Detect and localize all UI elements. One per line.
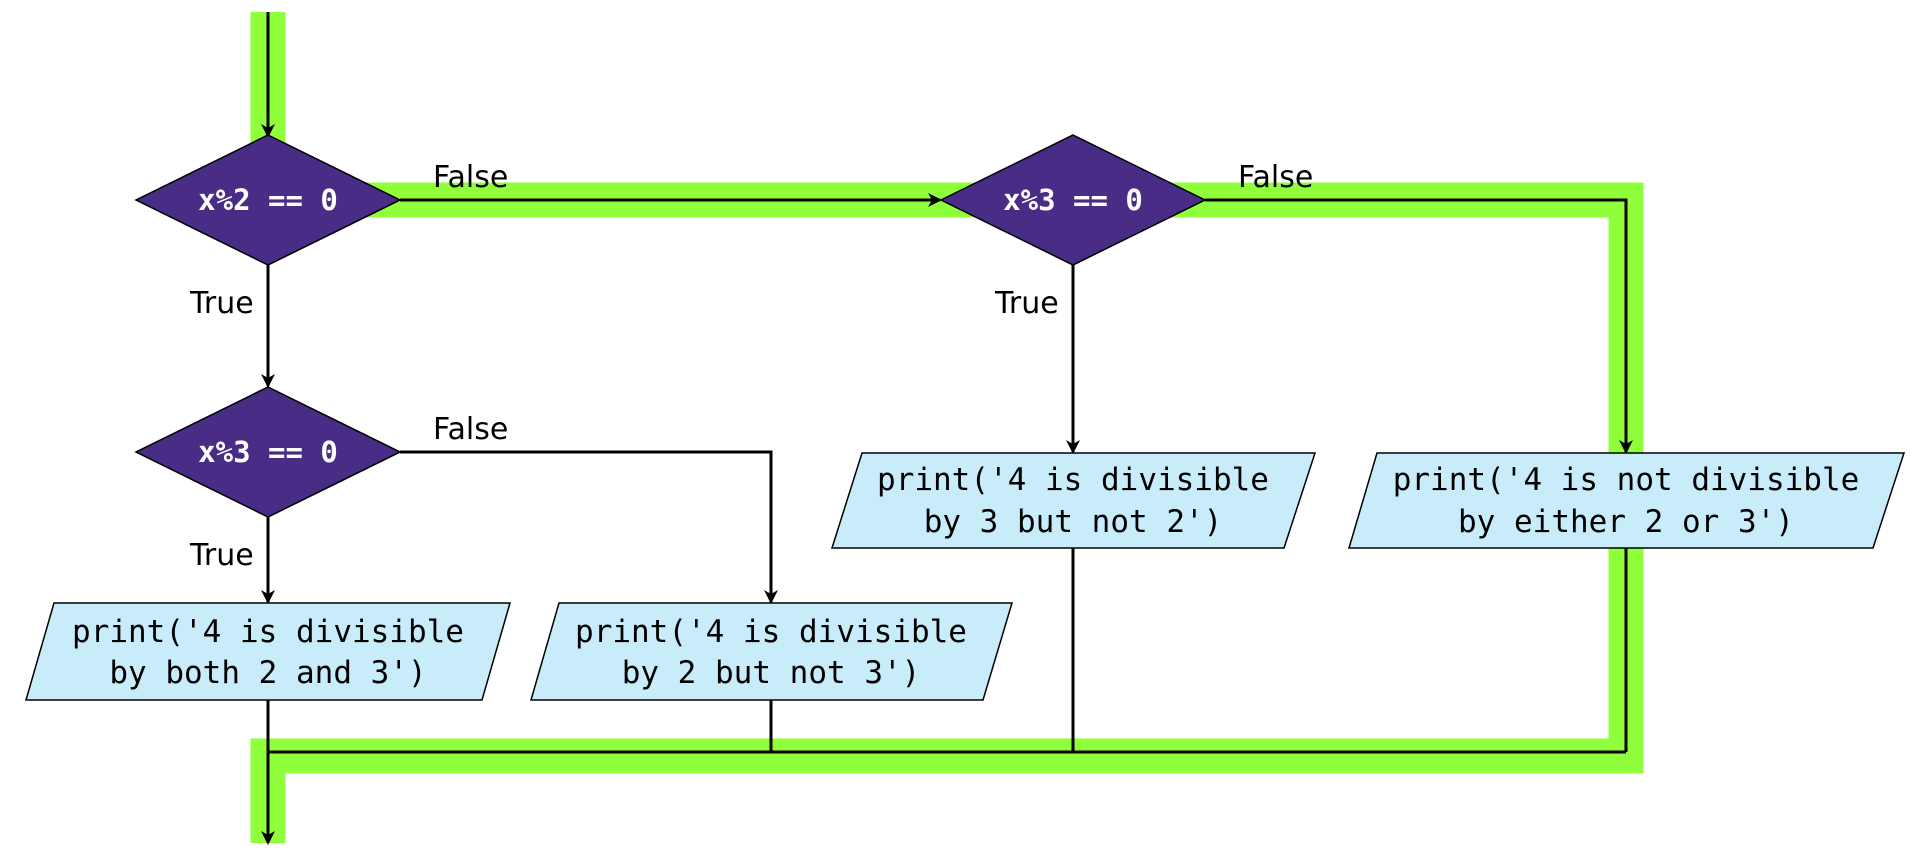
output-both-2-and-3: print('4 is divisible by both 2 and 3') [25, 602, 511, 701]
output-box [830, 452, 1317, 549]
output-line-1: print('4 is divisible [575, 614, 967, 650]
decision-text: x%3 == 0 [1003, 183, 1143, 217]
edge-d2-false [400, 450, 778, 604]
output-line-2: by 3 but not 2') [924, 504, 1223, 540]
decision-x-mod-2: x%2 == 0 [134, 134, 402, 266]
decision-diamond [939, 134, 1207, 266]
decision-x-mod-3-true-branch: x%3 == 0 [134, 386, 402, 518]
decision-text: x%2 == 0 [198, 183, 338, 217]
output-line-2: by both 2 and 3') [109, 655, 426, 691]
output-line-1: print('4 is not divisible [1393, 462, 1860, 498]
output-box [25, 602, 511, 701]
label-d3-false: False [1238, 160, 1313, 195]
edge-d3-false [1205, 198, 1633, 454]
label-d2-true: True [189, 538, 254, 573]
label-d1-false: False [433, 160, 508, 195]
decision-diamond [134, 134, 402, 266]
label-d3-true: True [994, 286, 1059, 321]
decision-text: x%3 == 0 [198, 435, 338, 469]
output-line-1: print('4 is divisible [877, 462, 1269, 498]
output-line-2: by either 2 or 3') [1458, 504, 1794, 540]
output-2-not-3: print('4 is divisible by 2 but not 3') [530, 602, 1014, 701]
decision-diamond [134, 386, 402, 518]
output-line-1: print('4 is divisible [72, 614, 464, 650]
label-d1-true: True [189, 286, 254, 321]
output-neither: print('4 is not divisible by either 2 or… [1347, 452, 1906, 549]
output-box [1347, 452, 1906, 549]
label-d2-false: False [433, 412, 508, 447]
decision-x-mod-3-false-branch: x%3 == 0 [939, 134, 1207, 266]
output-box [530, 602, 1014, 701]
output-line-2: by 2 but not 3') [622, 655, 921, 691]
output-3-not-2: print('4 is divisible by 3 but not 2') [830, 452, 1317, 549]
